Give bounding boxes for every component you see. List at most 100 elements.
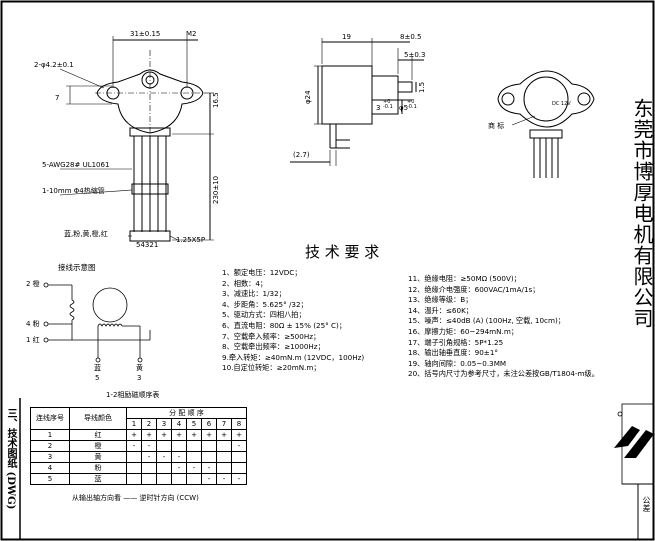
spec-line: 17、端子引角规格：5P*1.25 <box>408 337 504 347</box>
row-color: 橙 <box>69 440 127 452</box>
spec-line: 16、摩擦力矩：60~294mN.m； <box>408 326 519 336</box>
seq-cell <box>156 440 172 452</box>
seq-cell: + <box>156 429 172 441</box>
seq-cell <box>186 440 202 452</box>
step-header: 8 <box>231 418 247 430</box>
row-number: 5 <box>30 473 70 485</box>
step-header: 7 <box>216 418 232 430</box>
seq-cell: - <box>171 451 187 463</box>
spec-line: 5、驱动方式：四相八拍； <box>222 310 306 320</box>
seq-cell: - <box>141 451 157 463</box>
company-logo-icon <box>614 411 654 458</box>
seq-cell: - <box>141 440 157 452</box>
row-number: 3 <box>30 451 70 463</box>
row-number: 4 <box>30 462 70 474</box>
spec-line: 18、输出轴垂直度：90±1° <box>408 348 498 358</box>
row-color: 黄 <box>69 451 127 463</box>
wiring-title: 接线示意图 <box>58 263 96 272</box>
dim-31: 31±0.15 <box>130 30 161 38</box>
seq-cell: - <box>201 462 217 474</box>
approved-label: 公差 <box>642 496 651 512</box>
seq-cell: - <box>156 451 172 463</box>
dim-phi5: φ5 <box>399 104 409 112</box>
seq-cell: + <box>171 429 187 441</box>
table-row: 3 黄 - - - <box>30 451 247 463</box>
seq-cell: - <box>231 440 247 452</box>
terminal-yellow: 黄 <box>136 364 143 372</box>
step-header: 4 <box>171 418 187 430</box>
table-row: 5 蓝 - - - <box>30 473 247 485</box>
col-header-wire-color: 导线颜色 <box>69 407 127 430</box>
seq-cell <box>201 440 217 452</box>
spec-line: 8、空载牵出频率：≥1000Hz； <box>222 342 325 352</box>
step-header: 2 <box>141 418 157 430</box>
excitation-sequence-table: 连线序号 导线颜色 分 配 顺 序 1 2 3 4 5 6 7 8 1 红 + … <box>30 407 247 485</box>
spec-line: 13、绝缘等级：B； <box>408 295 473 305</box>
spec-line: 15、噪声：≤40dB (A) (100Hz, 空载, 10cm)； <box>408 316 565 326</box>
dim-1-5: 1.5 <box>418 81 426 93</box>
terminal-2: 2 橙 <box>26 280 40 288</box>
dim-hole: 2-φ4.2±0.1 <box>34 61 74 69</box>
spec-line: 3、减速比：1/32； <box>222 289 286 299</box>
cable-spec: 5-AWG28# UL1061 <box>42 161 110 169</box>
table-row: 2 橙 - - - <box>30 440 247 452</box>
seq-cell <box>216 451 232 463</box>
dim-8: 8±0.5 <box>400 33 422 41</box>
dim-19: 19 <box>342 33 351 41</box>
label-view <box>497 70 595 178</box>
seq-cell <box>126 473 142 485</box>
seq-cell <box>156 462 172 474</box>
table-row: 4 粉 - - - <box>30 462 247 474</box>
seq-cell: - <box>126 440 142 452</box>
seq-cell <box>216 440 232 452</box>
seq-cell: + <box>216 429 232 441</box>
specs-right: 11、绝缘电阻：≥50MΩ (500V)； 12、绝缘介电强度：600VAC/1… <box>408 274 599 380</box>
spec-line: 11、绝缘电阻：≥50MΩ (500V)； <box>408 274 521 283</box>
seq-cell: - <box>171 462 187 474</box>
sleeve-spec: 1-10mm Φ4热缩管 <box>42 187 105 195</box>
seq-cell: - <box>216 473 232 485</box>
front-view <box>59 36 214 242</box>
step-header: 6 <box>201 418 217 430</box>
dim-5: 5±0.3 <box>404 51 426 59</box>
spec-line: 9.牵入转矩：≥40mN.m (12VDC，100Hz) <box>222 352 365 362</box>
seq-cell <box>171 473 187 485</box>
row-number: 1 <box>30 429 70 441</box>
seq-cell: - <box>201 473 217 485</box>
seq-cell <box>231 462 247 474</box>
seq-cell <box>141 462 157 474</box>
row-color: 红 <box>69 429 127 441</box>
dc-rating: DC 12V <box>552 101 571 107</box>
wire-colors: 蓝,粉,黄,橙,红 <box>64 230 108 238</box>
spec-line: 20、括号内尺寸为参考尺寸，未注公差按GB/T1804-m级。 <box>408 369 599 379</box>
row-number: 2 <box>30 440 70 452</box>
seq-cell <box>186 451 202 463</box>
spec-line: 14、温升：≤60K； <box>408 305 473 315</box>
spec-line: 6、直流电阻：80Ω ± 15% (25° C)； <box>222 320 347 330</box>
table-footer: 从输出轴方向看 —— 逆时针方向 (CCW) <box>72 494 199 502</box>
dim-phi5-tol: +0 -0.1 <box>407 99 417 110</box>
row-color: 粉 <box>69 462 127 474</box>
seq-cell: - <box>231 473 247 485</box>
logo-label: 商 标 <box>488 122 505 130</box>
seq-cell <box>141 473 157 485</box>
company-name: 东莞市博厚电机有限公司 <box>630 98 654 329</box>
sequence-caption: 1-2相励磁顺序表 <box>106 391 160 399</box>
side-view <box>290 38 424 166</box>
dim-m2: M2 <box>186 30 197 38</box>
dim-3: 3 <box>376 104 381 112</box>
step-header: 3 <box>156 418 172 430</box>
spec-line: 12、绝缘介电强度：600VAC/1mA/1s； <box>408 284 540 294</box>
wiring-diagram <box>48 284 151 358</box>
dim-7: 7 <box>55 94 60 102</box>
seq-cell: + <box>201 429 217 441</box>
seq-cell: + <box>186 429 202 441</box>
section-title: 三、技术图纸 (DWG) <box>5 408 16 510</box>
seq-cell <box>186 473 202 485</box>
dim-16-5: 16.5 <box>212 92 220 108</box>
terminal-blue: 蓝 <box>94 364 101 372</box>
dia-24: φ24 <box>304 90 312 104</box>
